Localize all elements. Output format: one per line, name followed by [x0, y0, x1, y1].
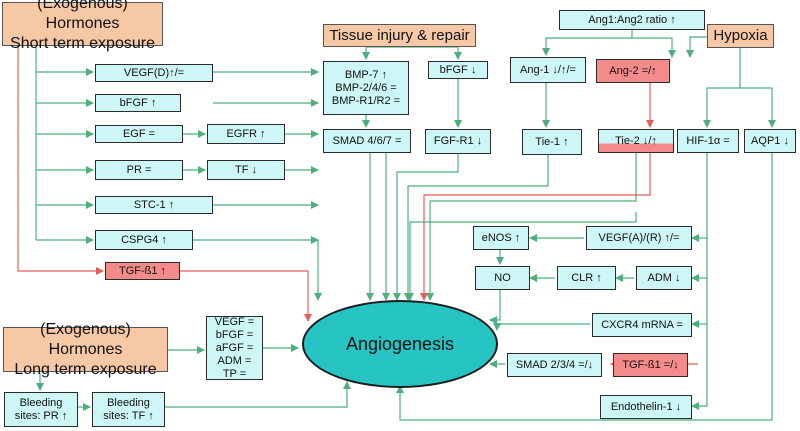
cspg4-node: CSPG4 ↑: [95, 230, 193, 250]
cxcr4-node: CXCR4 mRNA =: [592, 313, 692, 337]
smad234-node: SMAD 2/3/4 =/↓: [507, 353, 602, 377]
bleeding-pr-line2: sites: PR ↑: [14, 409, 68, 422]
bmp-node: BMP-7 ↑ BMP-2/4/6 = BMP-R1/R2 =: [323, 61, 409, 115]
bmp246: BMP-2/4/6 =: [335, 81, 397, 94]
vegf-ar-node: VEGF(A)/(R) ↑/=: [586, 226, 692, 250]
egf-node: EGF =: [95, 125, 183, 143]
aqp1-node: AQP1 ↓: [744, 129, 796, 153]
bleeding-pr-node: Bleeding sites: PR ↑: [4, 392, 78, 427]
tf-node: TF ↓: [207, 160, 285, 180]
tie2-node: Tie-2 ↓/↑: [598, 129, 674, 153]
bleeding-tf-line1: Bleeding: [107, 396, 150, 409]
bmp7: BMP-7 ↑: [344, 68, 388, 81]
factor-afgf: aFGF =: [215, 341, 254, 354]
fgfr1-node: FGF-R1 ↓: [425, 129, 491, 154]
bmp-r1r2: BMP-R1/R2 =: [331, 94, 401, 107]
hif1a-node: HIF-1α =: [677, 129, 739, 153]
bleeding-pr-line1: Bleeding: [19, 396, 63, 409]
bfgf-tissue-node: bFGF ↓: [428, 61, 488, 79]
factor-tp: TP =: [222, 367, 247, 380]
endothelin1-node: Endothelin-1 ↓: [600, 395, 692, 419]
ang-ratio-node: Ang1:Ang2 ratio ↑: [559, 10, 705, 30]
hormones-long-line1: (Exogenous) Hormones: [40, 320, 131, 358]
factor-bfgf: bFGF =: [215, 328, 254, 341]
pr-node: PR =: [95, 160, 183, 180]
bleeding-tf-line2: sites: TF ↑: [103, 409, 154, 422]
smad467-node: SMAD 4/6/7 =: [323, 129, 411, 153]
hormones-short-line2: Short term exposure: [10, 35, 155, 52]
enos-node: eNOS ↑: [473, 226, 529, 250]
factor-adm: ADM =: [217, 354, 252, 367]
egfr-node: EGFR ↑: [207, 124, 285, 144]
long-term-factors-node: VEGF = bFGF = aFGF = ADM = TP =: [206, 316, 263, 380]
stc1-node: STC-1 ↑: [95, 196, 213, 214]
adm-node: ADM ↓: [636, 266, 692, 290]
ang1-node: Ang-1 ↓/↑/=: [510, 57, 586, 83]
hypoxia-node: Hypoxia: [707, 24, 774, 48]
factor-vegf: VEGF =: [214, 315, 255, 328]
tgfb1-up-node: TGF-ß1 ↑: [105, 262, 180, 280]
tissue-injury-node: Tissue injury & repair: [323, 24, 476, 47]
tgfb1-down-node: TGF-ß1 =/↓: [613, 353, 688, 377]
bfgf-short-node: bFGF ↑: [95, 94, 181, 112]
hormones-short-term-node: (Exogenous) Hormones Short term exposure: [2, 0, 163, 52]
hormones-long-term-node: (Exogenous) Hormones Long term exposure: [3, 321, 168, 378]
vegf-d-node: VEGF(D)↑/=: [95, 64, 213, 82]
clr-node: CLR ↑: [557, 266, 616, 290]
hormones-short-line1: (Exogenous) Hormones: [37, 0, 128, 32]
ang2-node: Ang-2 =/↑: [596, 59, 670, 83]
bleeding-tf-node: Bleeding sites: TF ↑: [92, 392, 165, 427]
tie1-node: Tie-1 ↑: [522, 129, 582, 155]
angiogenesis-node: Angiogenesis: [302, 300, 498, 388]
no-node: NO: [475, 266, 530, 290]
hormones-long-line2: Long term exposure: [14, 360, 157, 378]
